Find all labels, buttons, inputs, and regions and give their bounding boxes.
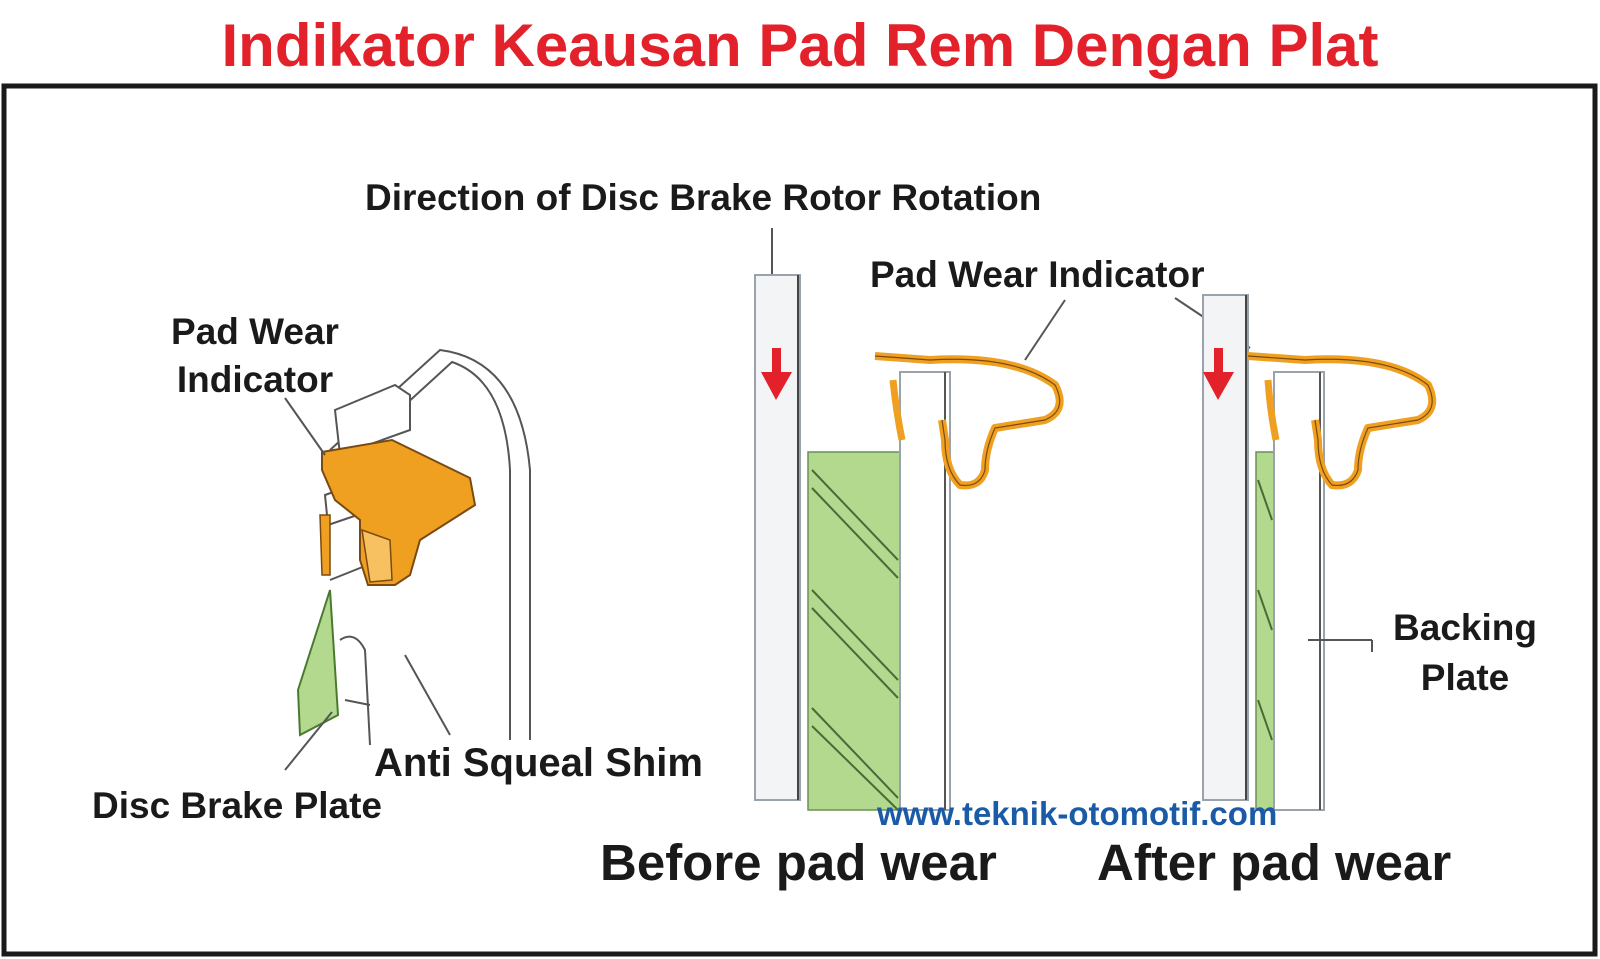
label-pad-wear-indicator-left-2: Indicator bbox=[177, 359, 333, 400]
leader-shim bbox=[404, 654, 451, 736]
diagram-frame bbox=[1, 83, 1598, 957]
caliper-top-block bbox=[333, 383, 411, 457]
caption-before-pad-wear: Before pad wear bbox=[600, 834, 997, 891]
after-pad-wear-diagram bbox=[1202, 294, 1437, 811]
watermark-url: www.teknik-otomotif.com bbox=[876, 795, 1277, 832]
label-pad-wear-indicator-right: Pad Wear Indicator bbox=[870, 254, 1204, 295]
after-rotor bbox=[1202, 294, 1249, 801]
label-anti-squeal-shim: Anti Squeal Shim bbox=[374, 741, 703, 785]
left-leader-lines bbox=[284, 397, 451, 771]
leader-right-indicator-1 bbox=[1024, 299, 1066, 361]
leader-left-indicator bbox=[284, 397, 326, 456]
left-pad-material bbox=[296, 589, 340, 737]
diagram-title: Indikator Keausan Pad Rem Dengan Plat bbox=[222, 12, 1379, 79]
label-backing-plate-1: Backing bbox=[1393, 607, 1537, 648]
leader-disc-plate bbox=[284, 711, 333, 771]
before-pad-material bbox=[807, 451, 901, 811]
after-rotation-arrow-icon bbox=[1203, 348, 1234, 400]
label-rotation-direction: Direction of Disc Brake Rotor Rotation bbox=[365, 177, 1041, 218]
left-pad-wear-indicator bbox=[319, 438, 477, 586]
label-disc-brake-plate: Disc Brake Plate bbox=[92, 785, 382, 826]
caption-after-pad-wear: After pad wear bbox=[1097, 834, 1451, 891]
before-pad-wear-diagram bbox=[754, 274, 1064, 811]
caliper-inner-curve bbox=[344, 360, 511, 740]
shim-lower bbox=[344, 699, 371, 706]
shim-edge bbox=[339, 635, 371, 746]
before-rotation-arrow-icon bbox=[761, 348, 792, 400]
label-backing-plate-2: Plate bbox=[1421, 657, 1509, 698]
after-pad-material bbox=[1255, 451, 1275, 811]
label-pad-wear-indicator-left-1: Pad Wear bbox=[171, 311, 339, 352]
caliper-body-outline bbox=[329, 348, 531, 740]
